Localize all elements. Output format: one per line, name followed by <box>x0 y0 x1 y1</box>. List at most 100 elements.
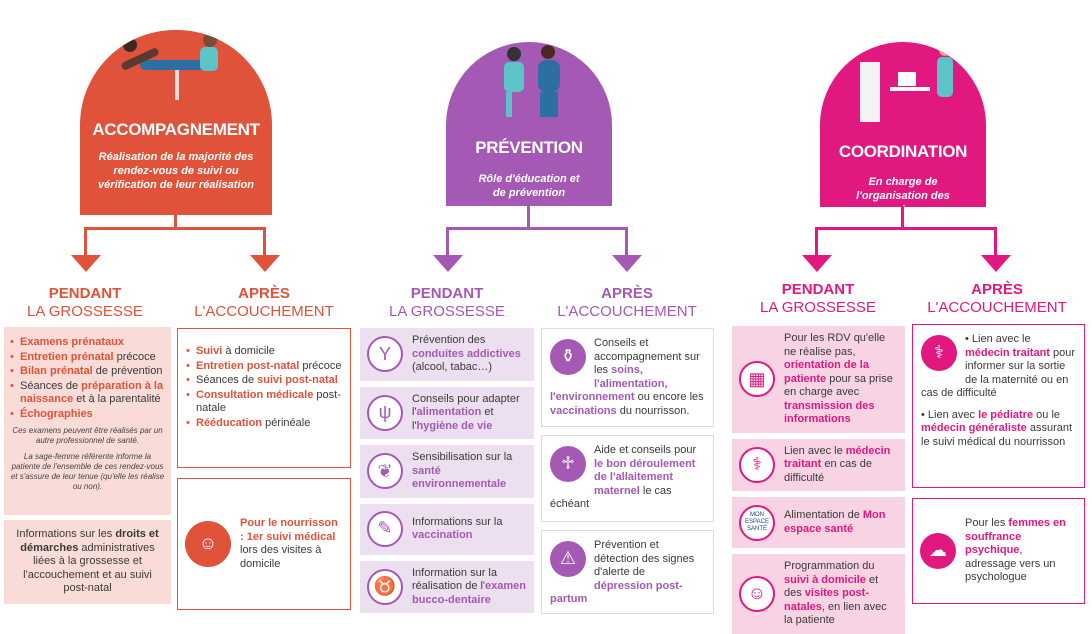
text-segment: Aide et conseils pour <box>594 444 697 456</box>
highlight-text: transmission des informations <box>784 399 875 426</box>
highlight-text: soins, l'alimentation, l'environnement <box>550 364 668 403</box>
stethoscope-icon: ⚕ <box>739 446 775 483</box>
text-segment: , adressage vers un psychologue <box>965 544 1056 584</box>
connector <box>994 227 997 255</box>
leaf-hand-icon: ❦ <box>367 453 403 490</box>
info-card: ✎Informations sur la vaccination <box>360 503 534 555</box>
list-item: Séances de préparation à la naissance et… <box>10 380 165 407</box>
prevention-apres-stack: ⚱Conseils et accompagnement sur les soin… <box>541 328 714 614</box>
connector <box>446 227 449 255</box>
midwife-office-illustration <box>860 44 953 122</box>
highlight-text: santé environnementale <box>412 464 507 491</box>
card-text: Conseils pour adapter l'alimentation et … <box>412 393 526 434</box>
text-segment: (alcool, tabac…) <box>412 361 493 373</box>
text-segment: Sensibilisation sur la <box>412 451 513 463</box>
highlight-text: Examens prénataux <box>20 336 124 348</box>
midwives-illustration <box>504 45 560 117</box>
prevention-header: PRÉVENTION Rôle d'éducation et de préven… <box>446 42 612 206</box>
card-text: Prévention des conduites addictives (alc… <box>412 334 526 375</box>
nourrisson-box: ☺ Pour le nourrisson : 1er suivi médical… <box>177 478 351 610</box>
connector <box>815 227 997 230</box>
highlight-text: orientation de la patiente <box>784 359 869 385</box>
list-item: Suivi à domicile <box>186 345 342 359</box>
heading-line: L'ACCOUCHEMENT <box>927 299 1067 316</box>
highlight-text: le pédiatre <box>978 408 1034 421</box>
text-segment: Lien avec le <box>784 444 846 457</box>
highlight-text: femmes en souffrance psychique <box>965 517 1066 557</box>
text-segment: Prévention et détection des signes d'ale… <box>594 539 695 578</box>
column-subtitle: Rôle d'éducation et de prévention <box>478 173 580 199</box>
text-segment: Pour les RDV qu'elle ne réalise pas, <box>784 332 886 358</box>
people-icon: ☺ <box>739 575 775 612</box>
highlight-text: médecin traitant <box>965 346 1050 359</box>
text-segment: précoce <box>299 359 342 372</box>
arrow-down-icon <box>802 255 832 272</box>
highlight-text: suivi à domicile <box>784 573 866 586</box>
text-segment: Pour les <box>965 517 1009 530</box>
list-item: Entretien prénatal précoce <box>10 351 165 365</box>
text-segment: lors des visites à domicile <box>240 544 322 570</box>
head-mind-icon: ☁ <box>920 533 956 569</box>
heading-line: APRÈS <box>601 285 653 302</box>
info-card: ☺Programmation du suivi à domicile et de… <box>732 554 905 634</box>
column-subtitle: Réalisation de la majorité des rendez-vo… <box>98 151 254 191</box>
text-segment: Prévention des <box>412 334 486 346</box>
highlight-text: Rééducation <box>196 416 263 429</box>
highlight-text: Bilan prénatal <box>20 365 93 377</box>
column-title: PRÉVENTION <box>475 138 583 157</box>
heading-line: L'ACCOUCHEMENT <box>557 303 697 320</box>
highlight-text: hygiène de vie <box>416 419 493 432</box>
psy-box: ☁ Pour les femmes en souffrance psychiqu… <box>912 498 1085 604</box>
coordination-pendant-stack: ▦Pour les RDV qu'elle ne réalise pas, or… <box>732 326 905 634</box>
card-text: Pour les RDV qu'elle ne réalise pas, ori… <box>784 332 897 427</box>
text-segment: Séances de <box>196 374 258 386</box>
connector <box>263 227 266 255</box>
highlight-text: le bon déroulement de l'allaitement mate… <box>594 457 696 497</box>
highlight-text: visites post-natales <box>784 587 869 613</box>
text-segment: et à la parentalité <box>73 393 161 405</box>
info-card: ⚠Prévention et détection des signes d'al… <box>541 530 714 614</box>
psy-text: Pour les femmes en souffrance psychique,… <box>965 517 1076 585</box>
highlight-text: Entretien post-natal <box>196 359 300 372</box>
highlight-text: médecin traitant <box>784 444 891 471</box>
connector <box>174 215 177 229</box>
highlight-text: Mon espace santé <box>784 509 886 535</box>
text-segment: Programmation du <box>784 560 875 572</box>
droits-box: Informations sur les droits et démarches… <box>4 520 171 604</box>
arrow-down-icon <box>250 255 280 272</box>
text-segment: ou le <box>1033 408 1061 421</box>
list-item: Bilan prénatal de prévention <box>10 365 165 379</box>
text-segment: Informations sur les <box>16 528 116 540</box>
warning-icon: ⚠ <box>550 541 586 577</box>
text-segment: périnéale <box>262 416 311 429</box>
info-card: ▦Pour les RDV qu'elle ne réalise pas, or… <box>732 326 905 433</box>
highlight-text: vaccinations <box>550 404 617 417</box>
text-segment: Conseils et accompagnement sur les <box>594 337 700 376</box>
highlight-text: préparation à la naissance <box>20 379 164 406</box>
card-text: Information sur la réalisation de l'exam… <box>412 567 526 608</box>
breastfeeding-icon: ♱ <box>550 446 586 482</box>
text-segment: le cas échéant <box>550 484 672 511</box>
highlight-text: conduites addictives <box>412 347 521 360</box>
card-text: Lien avec le médecin traitant en cas de … <box>784 445 897 486</box>
highlight-text: Pour le nourrisson : 1er suivi médical <box>240 517 338 543</box>
logo-text: MON ESPACE SANTÉ <box>745 512 769 532</box>
column-title: COORDINATION <box>838 142 968 161</box>
text-segment: précoce <box>113 350 156 363</box>
text-segment: en cas de difficulté <box>784 458 873 484</box>
stethoscope-icon: ⚕ <box>921 335 957 371</box>
pendant-stack: Examens prénatauxEntretien prénatal préc… <box>4 327 171 604</box>
info-card: ⚕Lien avec le médecin traitant en cas de… <box>732 438 905 491</box>
info-card: ♉Information sur la réalisation de l'exa… <box>360 560 534 613</box>
list-item: Consultation médicale post-natale <box>186 389 342 416</box>
text-segment: et l' <box>412 406 494 432</box>
accompagnement-header: ACCOMPAGNEMENT Réalisation de la majorit… <box>80 30 272 215</box>
highlight-text: médecin généraliste <box>921 422 1027 434</box>
bold-text: droits et démarches <box>20 528 159 554</box>
